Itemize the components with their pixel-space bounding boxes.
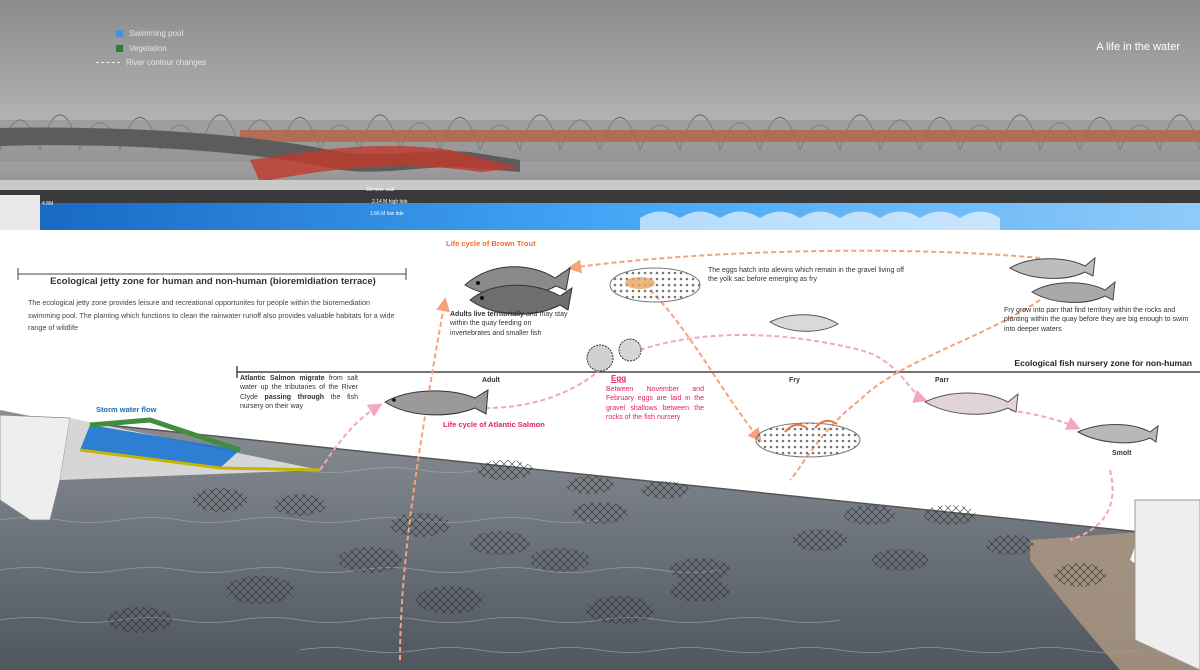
salmon-egg-text: Between November and February eggs are l… [606,386,704,422]
legend-river-contour: River contour changes [96,58,206,67]
stage-adult-label: Adult [482,377,500,384]
trout-fry-parr-text: Fry grow into parr that find territory w… [1004,307,1189,333]
low-tide-label: 1.66 M low tide [370,211,404,217]
atlantic-salmon-fish-icon [384,389,489,416]
salmon-migrate-text: Atlantic Salmon migrate from salt water … [240,374,358,412]
storm-water-label: Storm water flow [96,405,157,414]
trout-alevins-text: The eggs hatch into alevins which remain… [708,267,904,284]
pool-band [0,203,1200,230]
salmon-arrow-smolt [1009,409,1081,430]
migrate-end: the fish nursery on their way [240,393,358,411]
salmon-arrow-entry [319,403,383,471]
trout-parr-icon [1009,256,1116,303]
jetty-pool [80,425,240,468]
jetty-heading: Ecological jetty zone for human and non-… [50,276,376,287]
trout-adults-text: Adults live territorially and may stay w… [450,310,568,338]
salmon-title: Life cycle of Atlantic Salmon [443,420,545,429]
trout-eggs-gravel-icon [609,267,701,303]
brown-trout-title: Life cycle of Brown Trout [446,239,536,248]
brown-trout-fish-icon [464,266,573,315]
left-level-label: 4.8M [42,201,54,207]
trout-adults-rest: and may stay within the quay feeding on … [450,311,568,337]
nursery-heading: Ecological fish nursery zone for non-hum… [1014,358,1192,368]
trout-arrow-return [789,299,1041,481]
legend-label: Vegetation [129,44,167,53]
migrate-mid: from salt water up the tributaries of th… [240,375,358,401]
river-wall-label: 5M river wall [366,187,395,193]
legend-swimming-pool: Swimming pool [116,29,183,38]
smolt-icon [1076,424,1159,444]
page-title: A life in the water [1096,41,1180,53]
migrate-bold-1: Atlantic Salmon migrate [240,375,325,382]
stage-smolt-label: Smolt [1112,450,1132,457]
salmon-arrow-fry [639,334,928,404]
salmon-arrow-out [1069,469,1114,541]
vegetation-swatch-icon [116,45,123,52]
right-pier [1134,499,1200,670]
high-tide-label: 2.14 M high tide [372,199,408,205]
brick-wall [240,130,1200,142]
legend-label: River contour changes [126,58,207,67]
salmon-arrow-egg [484,369,601,409]
legend-vegetation: Vegetation [116,44,167,53]
dashed-line-icon [96,62,120,63]
trout-arrow-eggs [649,289,762,443]
trout-arrow-up [399,297,450,661]
fry-icon [768,314,839,332]
salmon-parr-icon [923,392,1019,415]
rock-mounds [108,460,1106,633]
alevin-gravel-icon [755,419,861,458]
river-water [0,410,1200,670]
legend-label: Swimming pool [129,29,184,38]
river-wall [0,190,1200,204]
stage-parr-label: Parr [935,377,950,384]
salmon-egg-icon [586,338,642,372]
stage-fry-label: Fry [789,377,800,384]
text-band [0,230,1200,410]
trout-arrow-top [567,249,1041,274]
salmon-egg-title: Egg [611,374,627,383]
swimming-pool-swatch-icon [116,30,123,37]
trout-adults-bold: Adults live territorially [450,311,524,318]
jetty-description: The ecological jetty zone provides leisu… [28,298,395,333]
migrate-bold-2: passing through [264,393,325,401]
